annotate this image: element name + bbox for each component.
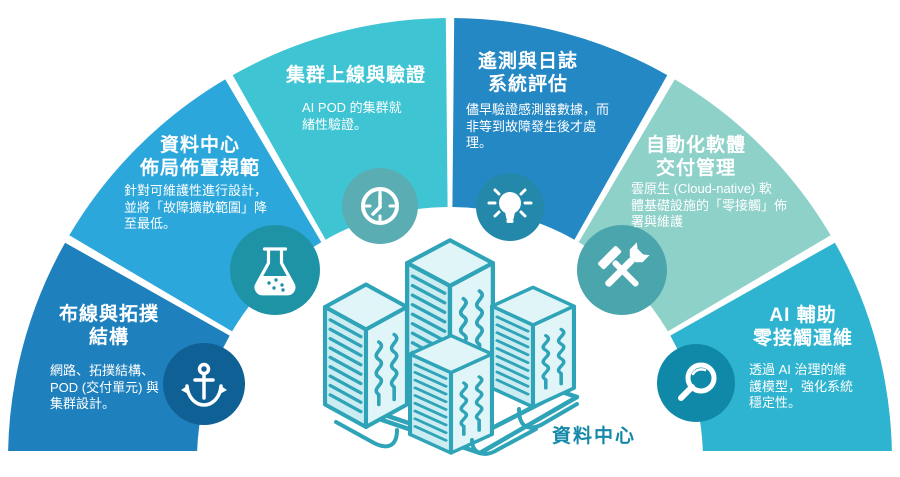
desc-line: AI POD 的集群就 (302, 100, 402, 115)
segment-title-cabling-topology: 布線與拓撲 結構 (29, 303, 189, 349)
segment-desc-cabling-topology: 網路、拓撲結構、 POD (交付單元) 與 集群設計。 (50, 363, 170, 413)
data-center-label: 資料中心 (552, 426, 637, 447)
title-line: 結構 (88, 327, 129, 349)
segment-desc-ai-zero-touch-ops: 透過 AI 治理的維 護模型，強化系統 穩定性。 (749, 362, 869, 412)
desc-line: 網路、拓撲結構、 (50, 363, 155, 378)
cable-stubs (334, 402, 579, 456)
desc-line: 非等到故障發生後才處 (466, 118, 597, 134)
segment-title-automated-software-delivery: 自動化軟體 交付管理 (616, 134, 776, 180)
server-rack-right (492, 287, 574, 407)
desc-line: 至最低。 (124, 216, 177, 232)
desc-line: 並將「故障擴散範圍」降 (124, 199, 268, 215)
title-line: 遙測與日誌 (477, 51, 578, 72)
lightbulb-icon (487, 188, 533, 223)
desc-line: 儘早驗證感測器數據，而 (466, 102, 610, 117)
title-line: 系統評估 (487, 74, 568, 96)
magnifier-icon-circle (657, 344, 735, 422)
anchor-icon (181, 362, 227, 407)
hammer-icon (598, 246, 639, 287)
desc-line: 穩定性。 (749, 395, 802, 411)
desc-line: POD (交付單元) 與 (50, 379, 160, 395)
title-line: 自動化軟體 (645, 135, 746, 156)
tools-icon (598, 242, 650, 287)
segment-desc-layout-planning: 針對可維護性進行設計， 並將「故障擴散範圍」降 至最低。 (124, 183, 284, 233)
server-rack-left (325, 285, 407, 428)
data-center-illustration (325, 240, 580, 456)
wrench-icon (605, 242, 650, 287)
clock-icon (361, 187, 399, 225)
desc-line: 體基礎設施的「零接觸」佈 (631, 197, 788, 213)
title-line: 佈局佈置規範 (139, 158, 260, 180)
segment-desc-cluster-onboarding: AI POD 的集群就 緒性驗證。 (302, 100, 432, 133)
segment-title-layout-planning: 資料中心 佈局佈置規範 (120, 134, 280, 180)
segment-title-telemetry-logging: 遙測與日誌 系統評估 (448, 50, 608, 96)
segment-desc-automated-software-delivery: 雲原生 (Cloud-native) 軟 體基礎設施的「零接觸」佈 署與維護 (631, 181, 801, 231)
flask-dots (267, 278, 285, 292)
title-line: 零接觸運維 (752, 328, 853, 350)
desc-line: 緒性驗證。 (302, 116, 368, 132)
title-line: 布線與拓撲 (58, 304, 159, 325)
desc-line: 針對可維護性進行設計， (124, 183, 268, 198)
desc-line: 集群設計。 (50, 396, 116, 412)
desc-line: 護模型，強化系統 (749, 378, 854, 394)
desc-line: 透過 AI 治理的維 (749, 362, 847, 377)
segment-desc-telemetry-logging: 儘早驗證感測器數據，而 非等到故障發生後才處 理。 (466, 102, 626, 152)
flask-icon (254, 247, 296, 296)
flask-icon-circle (230, 225, 320, 315)
desc-line: 理。 (466, 135, 493, 151)
title-line: 集群上線與驗證 (285, 65, 426, 86)
magnifier-icon (678, 362, 717, 401)
title-line: 交付管理 (655, 158, 736, 180)
desc-line: 雲原生 (Cloud-native) 軟 (631, 181, 772, 196)
title-line: AI 輔助 (769, 305, 837, 326)
desc-line: 署與維護 (631, 214, 684, 230)
server-rack-front (410, 336, 492, 453)
title-line: 資料中心 (159, 135, 240, 156)
segment-title-cluster-onboarding: 集群上線與驗證 (276, 64, 436, 87)
segment-title-ai-zero-touch-ops: AI 輔助 零接觸運維 (723, 304, 883, 350)
